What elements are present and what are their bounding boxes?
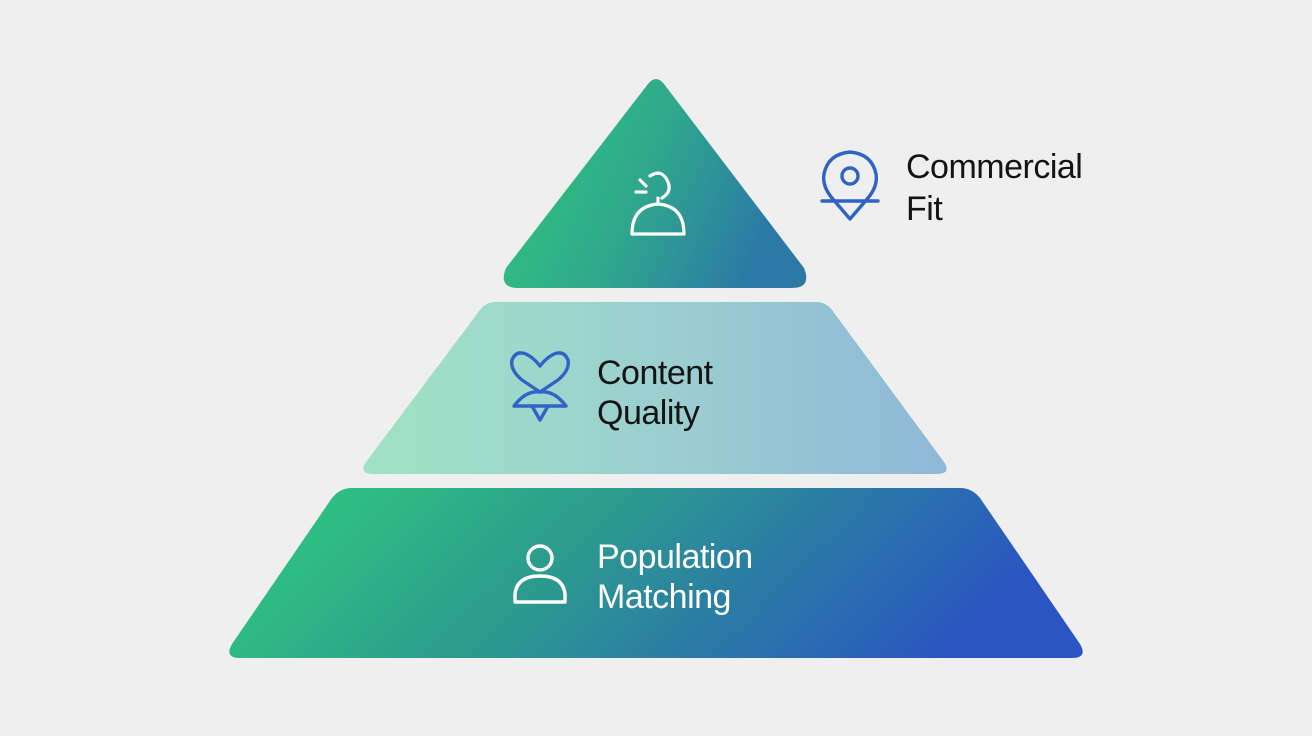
content-quality-label-line1: Content bbox=[597, 354, 714, 392]
commercial-fit-label-line1: Commercial bbox=[906, 148, 1082, 186]
content-quality-label-line2: Quality bbox=[597, 394, 700, 432]
tier-middle-shape bbox=[363, 302, 947, 474]
bell-service-icon bbox=[630, 171, 686, 236]
population-matching-label-line2: Matching bbox=[597, 578, 731, 616]
heart-pin-icon bbox=[510, 351, 570, 422]
tier-bottom-shape bbox=[229, 488, 1083, 658]
population-matching-label-line1: Population bbox=[597, 538, 753, 576]
location-pin-icon bbox=[820, 150, 880, 221]
commercial-fit-label-line2: Fit bbox=[906, 190, 943, 228]
person-icon bbox=[513, 544, 567, 604]
tier-top-shape bbox=[503, 79, 807, 288]
